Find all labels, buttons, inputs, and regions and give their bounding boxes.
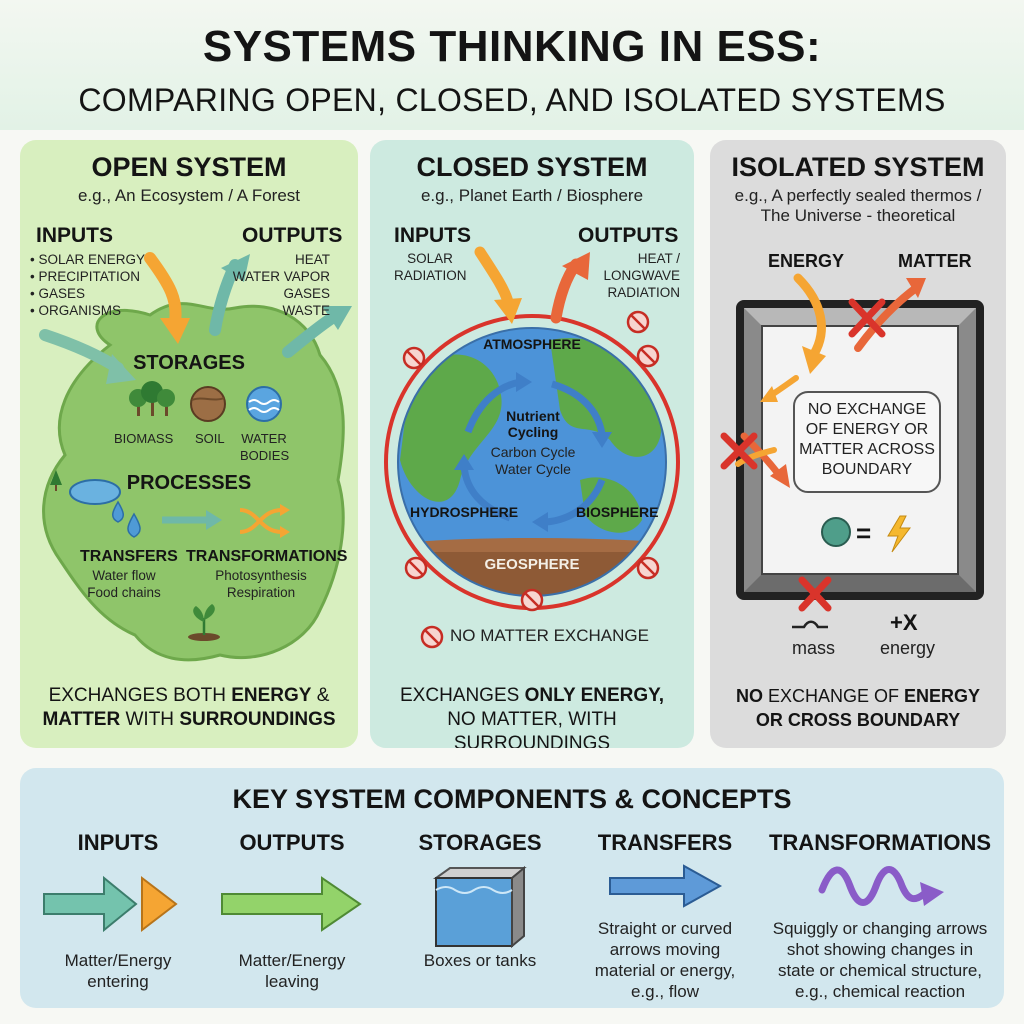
key-transformations-desc: Squiggly or changing arrows shot showing… — [772, 919, 988, 1001]
key-transfers-desc: Straight or curved arrows moving materia… — [594, 919, 736, 1001]
mass-circle-icon — [821, 517, 851, 547]
transformation-icon — [239, 504, 290, 538]
key-transfers-head: TRANSFERS — [597, 830, 733, 855]
water-drops-icon — [112, 500, 141, 538]
output-arrow-teal-2 — [282, 312, 338, 358]
closed-system-panel: CLOSED SYSTEM e.g., Planet Earth / Biosp… — [370, 140, 694, 748]
transformations-label: TRANSFORMATIONS — [186, 548, 348, 565]
output-arrowhead-teal-1 — [221, 254, 250, 282]
trees-icon — [129, 381, 175, 416]
seedling-icon — [188, 604, 220, 641]
no-matter-exchange-text: NO MATTER EXCHANGE — [450, 626, 649, 645]
open-inputs-label: INPUTS — [36, 224, 114, 247]
storage-water-label: WATER BODIES — [240, 431, 290, 463]
page-subtitle: COMPARING OPEN, CLOSED, AND ISOLATED SYS… — [78, 82, 946, 118]
no-matter-exchange-icon — [420, 625, 444, 649]
equals-sign: = — [856, 518, 872, 548]
storage-biomass-label: BIOMASS — [114, 431, 174, 446]
cross-marks — [720, 298, 886, 612]
open-outputs-list: HEAT WATER VAPOR GASES WASTE — [232, 252, 330, 318]
plus-x-label: +X — [890, 610, 918, 635]
storage-soil-label: SOIL — [195, 431, 225, 446]
isolated-system-summary: NO EXCHANGE OF ENERGY OR CROSS BOUNDARY — [735, 686, 981, 730]
key-storages-desc: Boxes or tanks — [423, 951, 537, 970]
isolated-system-panel: ISOLATED SYSTEM e.g., A perfectly sealed… — [710, 140, 1006, 748]
mass-symbol — [792, 620, 828, 629]
isolated-system-title: ISOLATED SYSTEM — [731, 152, 985, 182]
storages-label: STORAGES — [133, 352, 245, 374]
closed-system-title: CLOSED SYSTEM — [416, 152, 648, 182]
key-inputs-desc: Matter/Energy entering — [64, 951, 172, 991]
input-arrow-orange — [144, 252, 182, 328]
key-item-inputs: INPUTS Matter/Energy entering — [30, 830, 206, 991]
earth-globe — [397, 327, 667, 597]
isolated-energy-label: ENERGY — [768, 251, 845, 271]
key-item-storages: STORAGES Boxes or tanks — [396, 830, 564, 970]
closed-system-example: e.g., Planet Earth / Biosphere — [420, 186, 644, 205]
atmosphere-label: ATMOSPHERE — [483, 336, 581, 352]
key-transformations-head: TRANSFORMATIONS — [768, 830, 992, 855]
key-title: KEY SYSTEM COMPONENTS & CONCEPTS — [232, 784, 792, 814]
closed-outputs-list: HEAT / LONGWAVE RADIATION — [603, 251, 680, 300]
open-outputs-label: OUTPUTS — [242, 224, 343, 247]
isolated-system-illustration — [720, 273, 984, 629]
no-exchange-box — [793, 391, 941, 493]
open-system-summary: EXCHANGES BOTH ENERGY & MATTER WITH SURR… — [42, 685, 336, 730]
key-inputs-head: INPUTS — [77, 830, 159, 855]
closed-system-summary: EXCHANGES ONLY ENERGY, NO MATTER, WITH S… — [400, 685, 664, 748]
key-outputs-head: OUTPUTS — [239, 830, 345, 855]
pond-icon — [50, 470, 121, 505]
solar-input-arrow — [474, 246, 514, 308]
water-bodies-icon — [246, 386, 282, 422]
hydrosphere-label: HYDROSPHERE — [410, 504, 519, 520]
closed-system-illustration — [384, 246, 680, 649]
key-components-panel: KEY SYSTEM COMPONENTS & CONCEPTS INPUTS … — [20, 768, 1004, 1008]
key-icons — [43, 864, 944, 949]
key-item-transformations: TRANSFORMATIONS Squiggly or changing arr… — [764, 830, 996, 1001]
nutrient-cycling-title: Nutrient Cycling — [506, 408, 560, 440]
key-transformation-arrow-icon — [818, 866, 944, 906]
energy-label: energy — [880, 638, 936, 658]
no-matter-markers — [402, 310, 660, 612]
input-arrowhead-orange — [160, 318, 190, 344]
closed-inputs-list: SOLAR RADIATION — [394, 251, 467, 283]
geosphere-label: GEOSPHERE — [484, 556, 580, 573]
transfers-examples: Water flow Food chains — [87, 568, 161, 600]
output-arrowhead-teal-2 — [322, 306, 352, 330]
open-system-title: OPEN SYSTEM — [91, 152, 287, 182]
page-title: SYSTEMS THINKING IN ESS: — [202, 22, 822, 71]
transformations-examples: Photosynthesis Respiration — [215, 568, 307, 600]
key-transfer-arrow-icon — [609, 864, 723, 908]
open-system-panel: OPEN SYSTEM e.g., An Ecosystem / A Fores… — [20, 140, 358, 748]
key-item-outputs: OUTPUTS Matter/Energy leaving — [210, 830, 374, 991]
nutrient-cycle-arrows — [460, 378, 606, 526]
key-output-arrow-icon — [221, 876, 362, 932]
closed-outputs-label: OUTPUTS — [578, 224, 679, 247]
processes-label: PROCESSES — [126, 472, 252, 494]
open-system-example: e.g., An Ecosystem / A Forest — [77, 186, 301, 205]
key-storage-tank-icon — [432, 865, 527, 949]
closed-inputs-label: INPUTS — [394, 224, 472, 247]
transfers-label: TRANSFERS — [80, 548, 178, 565]
transfer-arrowhead — [206, 510, 222, 530]
soil-icon — [190, 386, 226, 422]
heat-output-arrow — [550, 258, 582, 324]
lightning-icon — [887, 515, 911, 553]
isolated-matter-label: MATTER — [898, 251, 972, 271]
open-inputs-list: • SOLAR ENERGY • PRECIPITATION • GASES •… — [30, 252, 146, 318]
biosphere-label: BIOSPHERE — [576, 504, 659, 520]
mass-label: mass — [792, 638, 836, 658]
key-outputs-desc: Matter/Energy leaving — [238, 951, 346, 991]
no-exchange-text: NO EXCHANGE OF ENERGY OR MATTER ACROSS B… — [799, 401, 935, 478]
header-banner: SYSTEMS THINKING IN ESS: COMPARING OPEN,… — [0, 0, 1024, 130]
key-item-transfers: TRANSFERS Straight or curved arrows movi… — [580, 830, 750, 1001]
key-storages-head: STORAGES — [418, 830, 542, 855]
matter-arrow — [854, 284, 920, 352]
isolated-system-example: e.g., A perfectly sealed thermos / The U… — [734, 186, 982, 225]
key-input-arrow-icon — [43, 875, 178, 933]
input-arrowhead-teal — [106, 354, 136, 384]
energy-arrow — [793, 273, 826, 359]
nutrient-cycling-lines: Carbon Cycle Water Cycle — [490, 444, 576, 477]
open-system-illustration — [39, 252, 352, 662]
